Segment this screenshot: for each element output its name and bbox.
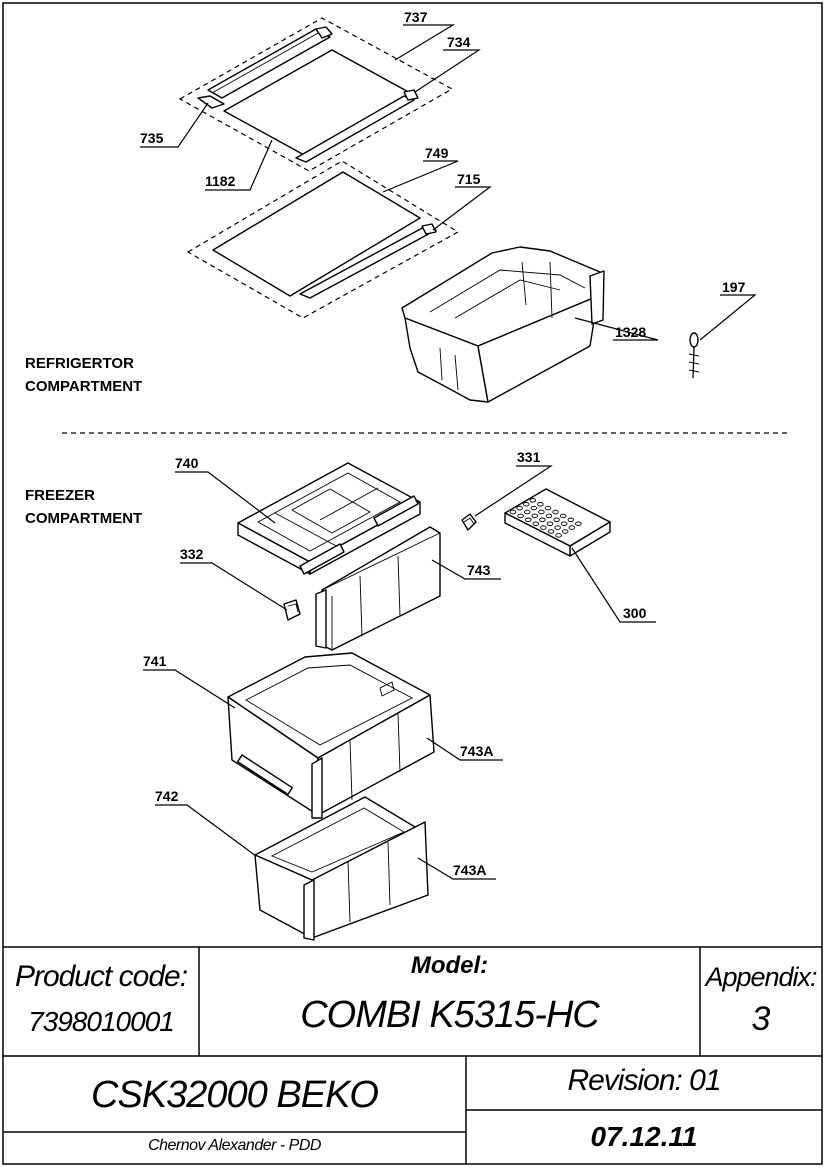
callout-300: 300: [623, 605, 647, 621]
part-drawer-741: [227, 652, 435, 819]
freezer-label-line1: FREEZER: [25, 487, 95, 504]
part-crisper-1328: [401, 246, 605, 403]
callout-734: 734: [447, 34, 471, 50]
revision-value: Revision: 01: [567, 1064, 721, 1097]
appendix-label: Appendix:: [705, 962, 817, 992]
part-clip-331: [461, 513, 477, 531]
ice-cell: [545, 513, 553, 519]
part-tray-740: [237, 462, 421, 575]
part-ice-tray-300: [504, 488, 611, 557]
part-shelf-749: [186, 160, 460, 319]
leader-lines: [140, 24, 757, 880]
ice-cell: [540, 525, 547, 530]
callout-743a-upper: 743A: [460, 743, 493, 759]
ice-cell: [552, 509, 559, 515]
callout-332: 332: [180, 546, 204, 562]
callout-labels: 737 734 735 1182 749 715 197 1328 740 33…: [140, 9, 746, 878]
revision-date: 07.12.11: [590, 1121, 698, 1152]
callout-741: 741: [143, 653, 167, 669]
refrigerator-label-line2: COMPARTMENT: [25, 378, 142, 395]
ice-cell: [560, 521, 568, 526]
callout-749: 749: [425, 145, 449, 161]
ice-cell: [532, 521, 540, 526]
ice-cell: [516, 505, 523, 511]
part-flap-743: [315, 526, 441, 651]
part-drawer-742: [254, 796, 429, 941]
ice-cell: [537, 501, 544, 507]
callout-715: 715: [457, 171, 481, 187]
ice-cell: [544, 505, 552, 511]
ice-cell: [559, 513, 567, 519]
callout-740: 740: [175, 455, 199, 471]
ice-cell: [522, 501, 530, 507]
callout-1328: 1328: [615, 324, 646, 340]
ice-cell: [538, 509, 545, 515]
ice-cell: [561, 529, 569, 534]
ice-cell: [546, 521, 554, 526]
part-pin-197: [688, 332, 700, 379]
product-code-label: Product code:: [14, 960, 188, 993]
callout-197: 197: [722, 279, 746, 295]
ice-tray-cells: [509, 498, 582, 538]
title-block-grid: [3, 946, 822, 1164]
freezer-label-line2: COMPARTMENT: [25, 510, 142, 527]
callout-743a-lower: 743A: [453, 862, 486, 878]
callout-737: 737: [404, 9, 428, 25]
callout-735: 735: [140, 130, 164, 146]
ice-cell: [575, 521, 582, 526]
ice-cell: [531, 513, 539, 519]
ice-cell: [509, 509, 517, 515]
author-value: Chernov Alexander - PDD: [148, 1137, 321, 1154]
ice-cell: [554, 525, 561, 530]
part-clip-332: [283, 599, 301, 621]
ice-cell: [553, 517, 560, 523]
part-shelf-737: [178, 17, 454, 172]
callout-742: 742: [155, 788, 179, 804]
model-label: Model:: [410, 952, 489, 979]
callout-743: 743: [467, 562, 491, 578]
ice-cell: [524, 517, 532, 523]
model-value: COMBI K5315-HC: [300, 994, 600, 1036]
ice-cell: [568, 525, 576, 530]
refrigerator-label-line1: REFRIGERTOR: [25, 355, 134, 372]
drawing-code: CSK32000 BEKO: [91, 1074, 379, 1116]
ice-cell: [539, 517, 546, 523]
ice-cell: [547, 529, 555, 534]
callout-331: 331: [517, 449, 541, 465]
callout-1182: 1182: [205, 173, 236, 189]
ice-cell: [523, 509, 531, 515]
ice-cell: [567, 517, 575, 523]
product-code-value: 7398010001: [28, 1006, 175, 1037]
ice-cell: [555, 533, 562, 538]
ice-cell: [529, 498, 537, 503]
ice-cell: [517, 513, 524, 519]
appendix-value: 3: [751, 1000, 771, 1038]
ice-cell: [530, 505, 538, 511]
